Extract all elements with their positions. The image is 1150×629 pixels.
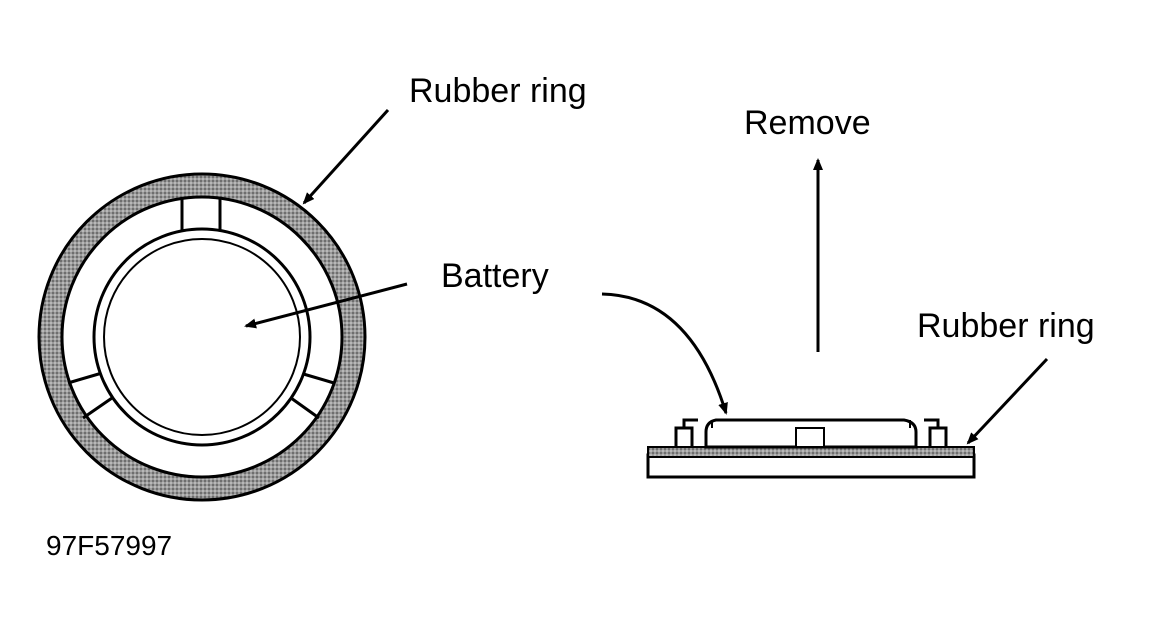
rubber-ring-side-arrow: [966, 357, 1049, 445]
rubber-ring-top-label: Rubber ring: [409, 72, 587, 110]
right-clip: [924, 418, 948, 447]
base-plate: [646, 453, 976, 479]
left-clip: [674, 418, 698, 447]
remove-label: Remove: [744, 104, 871, 142]
rubber-ring-top-arrow: [302, 108, 390, 205]
battery-label: Battery: [441, 257, 549, 295]
battery-side-arrow: [601, 292, 728, 415]
battery-top-arrow: [244, 282, 408, 329]
rubber-ring-side-label: Rubber ring: [917, 307, 1095, 345]
arrows: [244, 108, 1049, 445]
figure-code: 97F57997: [46, 530, 172, 561]
housing-tabs: [67, 197, 335, 420]
side-view: [646, 418, 976, 479]
top-view: [37, 172, 367, 502]
battery-contact: [795, 427, 825, 448]
battery-face: [103, 238, 301, 436]
